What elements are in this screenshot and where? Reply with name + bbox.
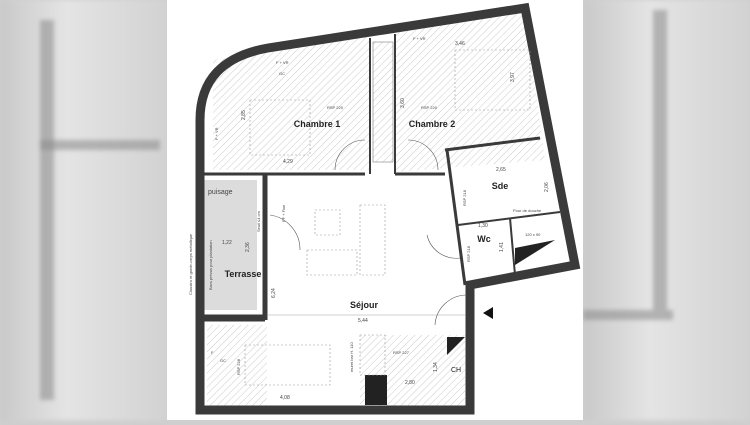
rsp-tag: RSP 227 [393,350,410,355]
entrance-arrow-icon [483,307,493,319]
dimension: 1,41 [499,242,505,252]
dimension: 3,60 [400,98,406,108]
rsp-tag: RSP 220 [327,105,344,110]
entrance-door [434,294,468,326]
dimension: 2,85 [241,110,247,120]
room-label-sejour: Séjour [350,300,379,310]
dimension: 3,46 [455,41,465,47]
door-terrace [269,214,301,251]
exterior-wall [195,2,581,415]
wall-wc [457,211,561,226]
rsp-tag: RSP 220 [421,105,438,110]
blurred-background-right [583,0,750,420]
shower-size: 120 x 90 [525,232,541,237]
wall-wc [509,217,516,276]
room-label-chambre1: Chambre 1 [294,119,341,129]
bar-label: muret bar H. 110 [349,342,354,372]
dimension: 4,08 [280,395,290,401]
hatch-dining [207,325,267,410]
window-label: F [211,350,214,355]
floor-plan-panel: Chambre 1 Chambre 2 Sde Wc Terrasse Séjo… [167,0,583,420]
dimension: 2,65 [496,167,506,173]
dimension: 3,97 [510,72,516,82]
gc-label: GC [279,71,285,76]
room-label-terrasse: Terrasse [225,269,262,279]
hatch-chambre1 [213,36,370,170]
window-label: F + VR [214,127,219,140]
shower-label: Pour de douche [513,208,542,213]
wall-bath [445,149,467,286]
hatch-chambre2 [395,12,545,172]
gc-label: GC [220,358,226,363]
dimension: 1,30 [478,223,488,229]
door-chambre2 [407,139,439,171]
room-label-chambre2: Chambre 2 [409,119,456,129]
terrace-floor [197,180,257,310]
closet [372,41,394,163]
dimension: 2,06 [544,182,550,192]
room-label-wc: Wc [477,234,491,244]
dimension: 4,29 [283,159,293,165]
dimension: 1,34 [433,362,439,372]
dimension: 6,24 [271,288,277,298]
threshold-label: Seuil ≤4 cm [256,210,261,232]
shaft [515,240,555,265]
window-label: F + VR [276,60,289,65]
room-label-ch: CH [451,367,461,374]
rsp-tag: RSP 228 [236,358,241,375]
dimension: 5,44 [358,318,368,324]
blurred-background-left [0,0,167,420]
room-label-sde: Sde [492,181,509,191]
door-wc [426,234,461,259]
window-label: F + VR [413,36,426,41]
planter-label: Bacs prévus pour plantation [208,240,213,290]
tap-label: puisage [208,189,233,196]
floor-plan: Chambre 1 Chambre 2 Sde Wc Terrasse Séjo… [188,2,581,415]
rsp-tag: RSP 218 [466,245,471,262]
door-label: PF + Fixe [281,204,286,222]
rsp-tag: RSP 218 [462,189,467,206]
door-chambre1 [334,139,366,171]
shaft [447,337,465,355]
shaft [365,375,387,405]
dimension: 1,22 [222,240,232,246]
wall-bath [444,136,541,152]
dimension: 2,36 [245,242,251,252]
furniture [244,49,531,386]
dimension: 2,80 [405,380,415,386]
railing-label: Claustra et garde-corps métallique [188,233,193,295]
